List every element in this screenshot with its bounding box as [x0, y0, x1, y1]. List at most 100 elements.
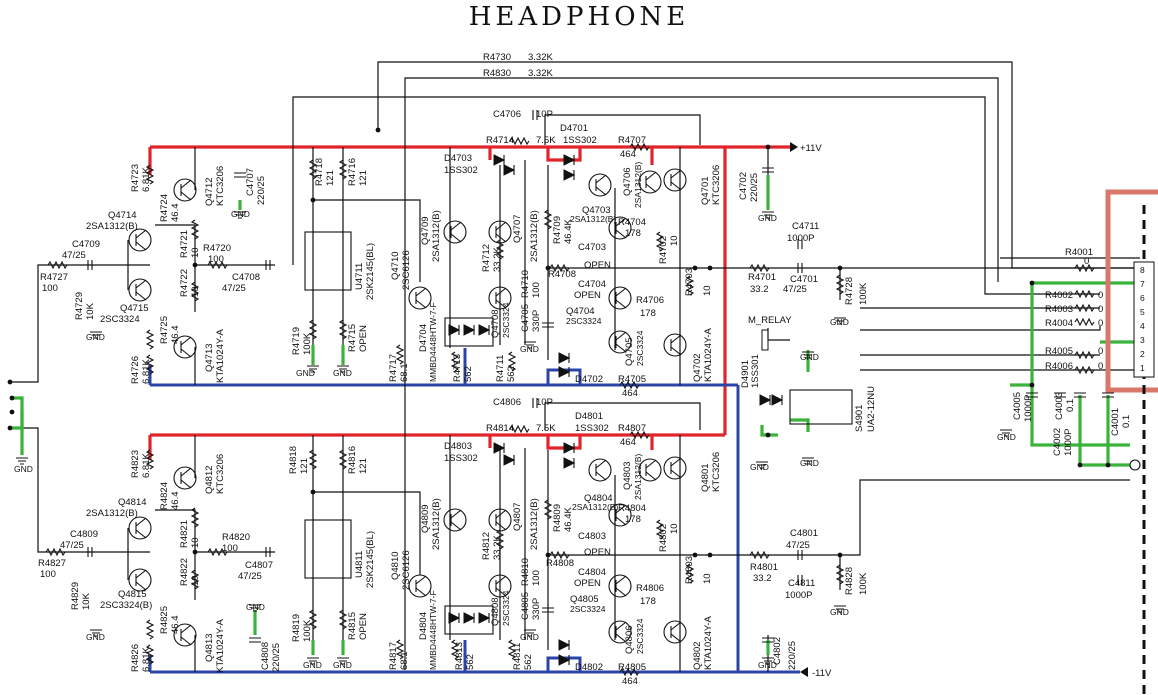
label-q4802-value: KTA1024Y-A [703, 615, 714, 670]
label-d4901-value: 1SS301 [750, 354, 761, 388]
ground-symbol [90, 629, 102, 637]
label-q4708-value: 2SC3324 [501, 302, 511, 338]
label-r4830-ref: R4830 [483, 68, 511, 79]
label-r4815-value: OPEN [358, 613, 369, 640]
label-q4707-ref: Q4707 [512, 214, 523, 243]
transistor-symbol [595, 174, 607, 196]
label-c4704-ref: C4704 [578, 279, 606, 290]
transistor-symbol [495, 287, 507, 309]
junction-dot [707, 552, 713, 558]
ground-symbol [834, 605, 846, 613]
label-r4725-ref: R4725 [159, 316, 170, 344]
capacitor-symbol [762, 637, 774, 643]
label-r4002-ref: R4002 [1045, 290, 1073, 301]
label-q4808-value: 2SC3324 [501, 590, 511, 626]
capacitor-symbol [265, 547, 271, 557]
label-q4703-value: 2SA1312(B) [570, 214, 616, 224]
ground-symbol [1000, 429, 1012, 437]
transistor-symbol [588, 458, 612, 482]
label-c4809-value: 47/25 [60, 540, 84, 551]
label-c4005-ref: C4005 [1012, 392, 1023, 420]
resistor-symbol [45, 547, 66, 557]
label-q4709-ref: Q4709 [420, 216, 431, 245]
diode-symbol [563, 457, 576, 469]
capacitor-symbol [762, 167, 774, 173]
capacitor-symbol [797, 550, 803, 560]
label-c4805-value: 330P [531, 598, 542, 620]
label-r4707-ref: R4707 [618, 135, 646, 146]
wire-r4830 [404, 77, 999, 670]
label-r4704-value: 178 [625, 228, 641, 239]
capacitor-symbol [1074, 392, 1086, 398]
capacitor-symbol [797, 575, 803, 585]
diode-symbol [503, 164, 516, 176]
label-q4807-ref: Q4807 [512, 502, 523, 531]
junction-dot [192, 549, 198, 555]
label-q4704-ref: Q4704 [566, 306, 595, 317]
wire [313, 199, 421, 282]
transistor-symbol [495, 221, 507, 243]
label-r4806-ref: R4806 [636, 583, 664, 594]
label-q4812-value: KTC3206 [215, 454, 226, 494]
diode-symbol [563, 169, 576, 181]
transistor-symbol [408, 286, 432, 310]
wire [10, 264, 150, 383]
label-r4801-ref: R4801 [750, 562, 778, 573]
label-r4701-ref: R4701 [748, 272, 776, 283]
label-r4722-ref: R4722 [179, 269, 190, 297]
resistor-symbol [190, 219, 200, 240]
label-q4710-ref: Q4710 [390, 251, 401, 280]
transistor-symbol [135, 229, 147, 251]
label-c4701-value: 47/25 [783, 284, 807, 295]
label-r4724-ref: R4724 [159, 194, 170, 222]
resistor-symbol [549, 550, 570, 560]
label-r4729-ref: R4729 [74, 292, 85, 320]
label-r4711-value: 562 [506, 366, 517, 382]
label-c4803-value: OPEN [584, 547, 611, 558]
label-q4814-value: 2SA1312(B) [86, 508, 138, 519]
label-r4810-value: 100 [531, 570, 542, 586]
label-r4709-value: 46.4K [563, 219, 574, 244]
label-r4003-ref: R4003 [1045, 304, 1073, 315]
label-d4804-value: MMBD4448HTW-7-F [428, 590, 438, 670]
label-r4702-value: 10 [669, 235, 680, 246]
junction-dot [1077, 462, 1083, 468]
headphone-jack-icon [1129, 459, 1141, 471]
resistor-symbol [655, 519, 665, 540]
label-r4703-ref: R4703 [684, 268, 695, 296]
label-c4807-ref: C4807 [245, 560, 273, 571]
label-s4901-value: UA2-12NU [866, 386, 877, 432]
transistor-symbol [408, 574, 432, 598]
resistor-symbol [619, 667, 640, 677]
label-q4807-value: 2SA1312(B) [529, 498, 540, 550]
label-u4811-ref: U4811 [354, 551, 365, 578]
label-c4711-ref: C4711 [792, 221, 819, 232]
ground-symbol [307, 365, 319, 373]
transistor-symbol [588, 173, 612, 197]
resistor-symbol [395, 344, 405, 365]
label-r4709-ref: R4709 [552, 216, 563, 244]
capacitor-symbol [1026, 392, 1038, 398]
label-q4712-ref: Q4712 [204, 177, 215, 206]
transistor-symbol [180, 336, 192, 358]
schematic-title: HEADPHONE [468, 2, 690, 32]
label-c4003-ref: C4003 [1054, 392, 1065, 420]
gnd-label: GND [231, 209, 250, 219]
label-c4802-value: 220/25 [787, 641, 798, 670]
label-r4707-value: 464 [620, 149, 636, 160]
ground-net [790, 418, 810, 432]
label-r4716-ref: R4716 [347, 158, 358, 186]
resistor-symbol [629, 142, 650, 152]
diode-symbol [478, 324, 491, 336]
label-q4805-ref: Q4805 [570, 594, 599, 605]
gnd-label: GND [520, 632, 539, 642]
label-q4714-value: 2SA1312(B) [86, 221, 138, 232]
resistor-symbol [145, 644, 155, 665]
capacitor-symbol [1054, 392, 1066, 398]
label-c4807-value: 47/25 [238, 571, 262, 582]
label-r4816-value: 121 [358, 458, 369, 474]
label-r4808-ref: R4808 [546, 558, 574, 569]
diode-symbol [759, 394, 772, 406]
transistor-symbol [180, 179, 192, 201]
diode-symbol [558, 654, 571, 666]
